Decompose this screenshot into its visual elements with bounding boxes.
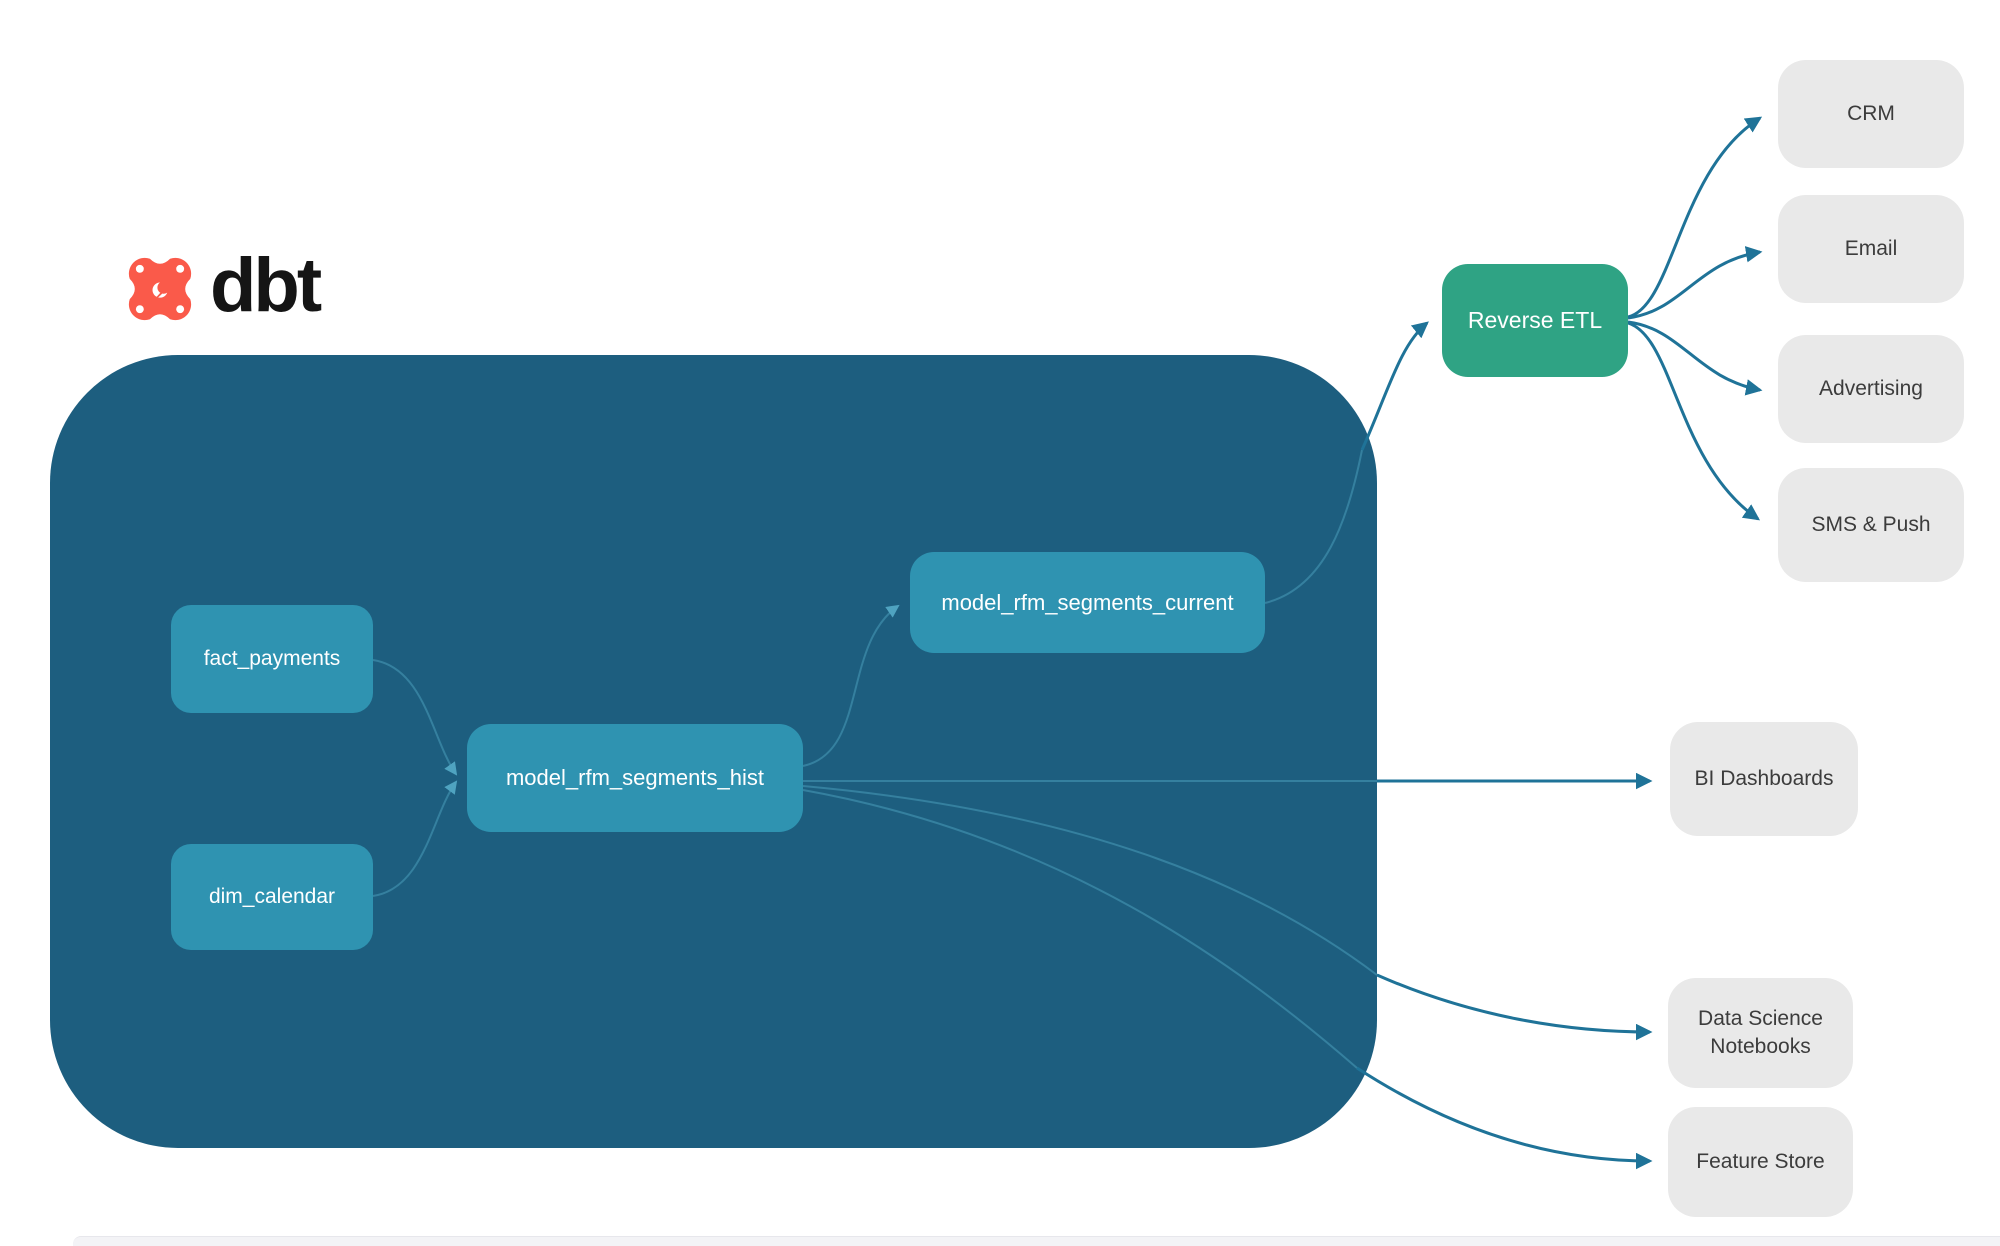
dbt-logo: dbt xyxy=(124,243,322,330)
node-feature-store: Feature Store xyxy=(1668,1107,1853,1217)
dbt-logo-icon xyxy=(128,257,192,321)
node-feature-store-label: Feature Store xyxy=(1696,1149,1825,1173)
node-bi-dashboards-label: BI Dashboards xyxy=(1694,766,1834,790)
node-model-rfm-segments-hist: model_rfm_segments_hist xyxy=(467,724,803,832)
connector-current-to-reverse-etl xyxy=(1360,321,1429,451)
node-crm: CRM xyxy=(1778,60,1964,168)
connector-reverse-etl-to-sms-push xyxy=(1627,321,1761,521)
connector-reverse-etl-to-advertising xyxy=(1627,320,1763,396)
node-advertising: Advertising xyxy=(1778,335,1964,443)
node-model-rfm-segments-hist-label: model_rfm_segments_hist xyxy=(505,765,764,791)
node-email: Email xyxy=(1778,195,1964,303)
dbt-logo-text: dbt xyxy=(210,243,322,328)
node-crm-label: CRM xyxy=(1847,101,1895,125)
node-email-label: Email xyxy=(1844,236,1898,260)
node-data-science-notebooks: Data Science Notebooks xyxy=(1668,978,1853,1088)
node-bi-dashboards: BI Dashboards xyxy=(1670,722,1858,836)
node-data-science-notebooks-label: Data Science Notebooks xyxy=(1698,1006,1823,1058)
connector-hist-to-feature-store xyxy=(1356,1066,1653,1170)
node-sms-push-label: SMS & Push xyxy=(1811,512,1931,536)
node-fact-payments: fact_payments xyxy=(171,605,373,713)
node-advertising-label: Advertising xyxy=(1819,376,1923,400)
node-dim-calendar-label: dim_calendar xyxy=(208,884,336,908)
connector-reverse-etl-to-crm xyxy=(1627,116,1763,319)
node-model-rfm-segments-current: model_rfm_segments_current xyxy=(910,552,1265,653)
node-dim-calendar: dim_calendar xyxy=(171,844,373,950)
node-fact-payments-label: fact_payments xyxy=(203,646,341,670)
node-reverse-etl-label: Reverse ETL xyxy=(1467,306,1603,333)
node-sms-push: SMS & Push xyxy=(1778,468,1964,582)
node-model-rfm-segments-current-label: model_rfm_segments_current xyxy=(941,589,1234,615)
node-reverse-etl: Reverse ETL xyxy=(1442,264,1628,377)
connector-reverse-etl-to-email xyxy=(1627,246,1763,320)
connector-hist-to-notebooks xyxy=(1376,973,1653,1041)
slide-bottom-edge xyxy=(73,1236,2000,1246)
